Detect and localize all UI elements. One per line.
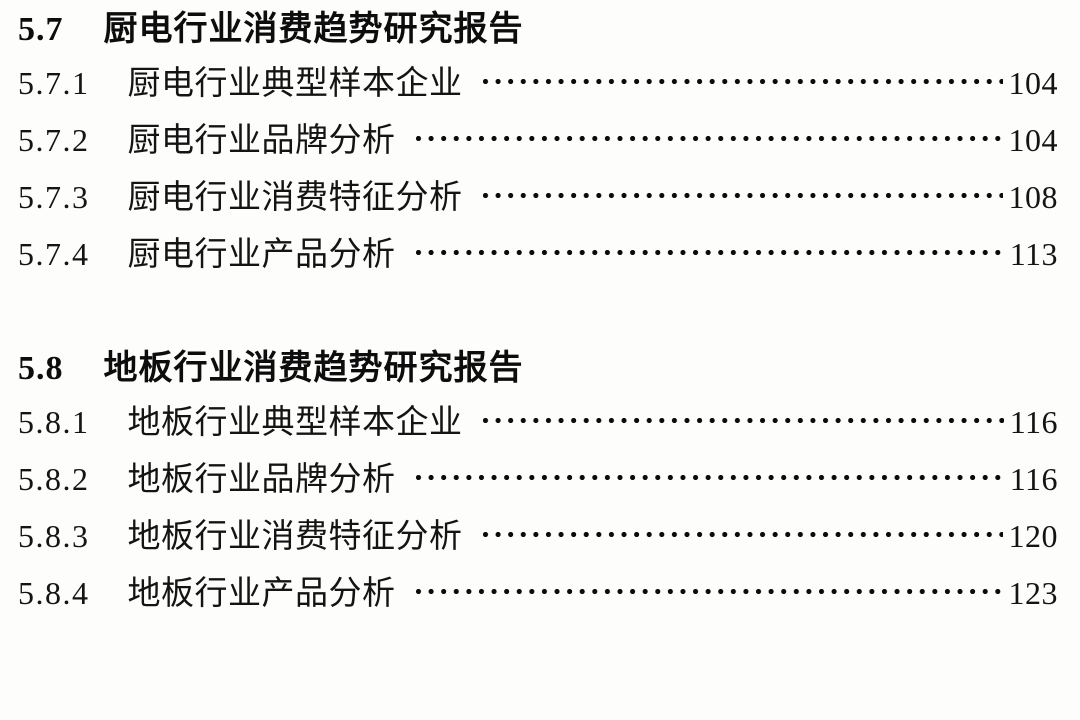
toc-entry[interactable]: 5.8.2 地板行业品牌分析 116 <box>18 451 1058 508</box>
entry-title: 厨电行业品牌分析 <box>127 123 396 159</box>
entry-number: 5.8.1 <box>18 404 90 440</box>
toc-entry[interactable]: 5.7.4 厨电行业产品分析 113 <box>18 226 1058 283</box>
section-number: 5.7 <box>18 11 64 48</box>
leader-dots <box>415 118 1003 151</box>
section-title: 地板行业消费趋势研究报告 <box>103 348 524 388</box>
leader-dots <box>415 457 1004 490</box>
section-title: 厨电行业消费趋势研究报告 <box>103 9 524 49</box>
leader-dots <box>482 175 1003 208</box>
entry-number: 5.8.4 <box>18 575 90 611</box>
entry-title: 地板行业产品分析 <box>127 576 396 612</box>
toc-entry[interactable]: 5.8.1 地板行业典型样本企业 116 <box>18 394 1058 451</box>
entry-page-number: 108 <box>1008 179 1058 215</box>
section-heading[interactable]: 5.8 地板行业消费趋势研究报告 <box>18 345 1058 392</box>
toc-entry[interactable]: 5.7.2 厨电行业品牌分析 104 <box>18 112 1058 169</box>
section-number: 5.8 <box>18 350 64 387</box>
entry-title: 厨电行业消费特征分析 <box>127 180 463 216</box>
toc-entry[interactable]: 5.7.1 厨电行业典型样本企业 104 <box>18 55 1058 112</box>
entry-title: 厨电行业产品分析 <box>127 237 396 273</box>
entry-page-number: 123 <box>1008 575 1058 611</box>
entry-number: 5.7.4 <box>18 236 90 272</box>
entry-title: 厨电行业典型样本企业 <box>127 66 463 102</box>
leader-dots <box>482 61 1003 94</box>
section-heading[interactable]: 5.7 厨电行业消费趋势研究报告 <box>18 6 1058 53</box>
entry-page-number: 113 <box>1009 236 1058 272</box>
entry-number: 5.7.3 <box>18 179 90 215</box>
entry-title: 地板行业品牌分析 <box>127 462 396 498</box>
entry-number: 5.8.2 <box>18 461 90 497</box>
entry-page-number: 104 <box>1008 65 1058 101</box>
entry-number: 5.7.1 <box>18 65 90 101</box>
entry-page-number: 116 <box>1009 404 1058 440</box>
leader-dots <box>482 400 1004 433</box>
toc-entry[interactable]: 5.8.4 地板行业产品分析 123 <box>18 565 1058 622</box>
toc-entry[interactable]: 5.8.3 地板行业消费特征分析 120 <box>18 508 1058 565</box>
entry-number: 5.7.2 <box>18 122 90 158</box>
section-block: 5.8 地板行业消费趋势研究报告 5.8.1 地板行业典型样本企业 116 5.… <box>18 345 1058 622</box>
toc-entry[interactable]: 5.7.3 厨电行业消费特征分析 108 <box>18 169 1058 226</box>
leader-dots <box>482 514 1003 547</box>
leader-dots <box>415 232 1004 265</box>
section-block: 5.7 厨电行业消费趋势研究报告 5.7.1 厨电行业典型样本企业 104 5.… <box>18 6 1058 283</box>
entry-title: 地板行业典型样本企业 <box>127 405 463 441</box>
entry-page-number: 116 <box>1009 461 1058 497</box>
entry-page-number: 120 <box>1008 518 1058 554</box>
entry-page-number: 104 <box>1008 122 1058 158</box>
entry-number: 5.8.3 <box>18 518 90 554</box>
entry-title: 地板行业消费特征分析 <box>127 519 463 555</box>
leader-dots <box>415 571 1003 604</box>
